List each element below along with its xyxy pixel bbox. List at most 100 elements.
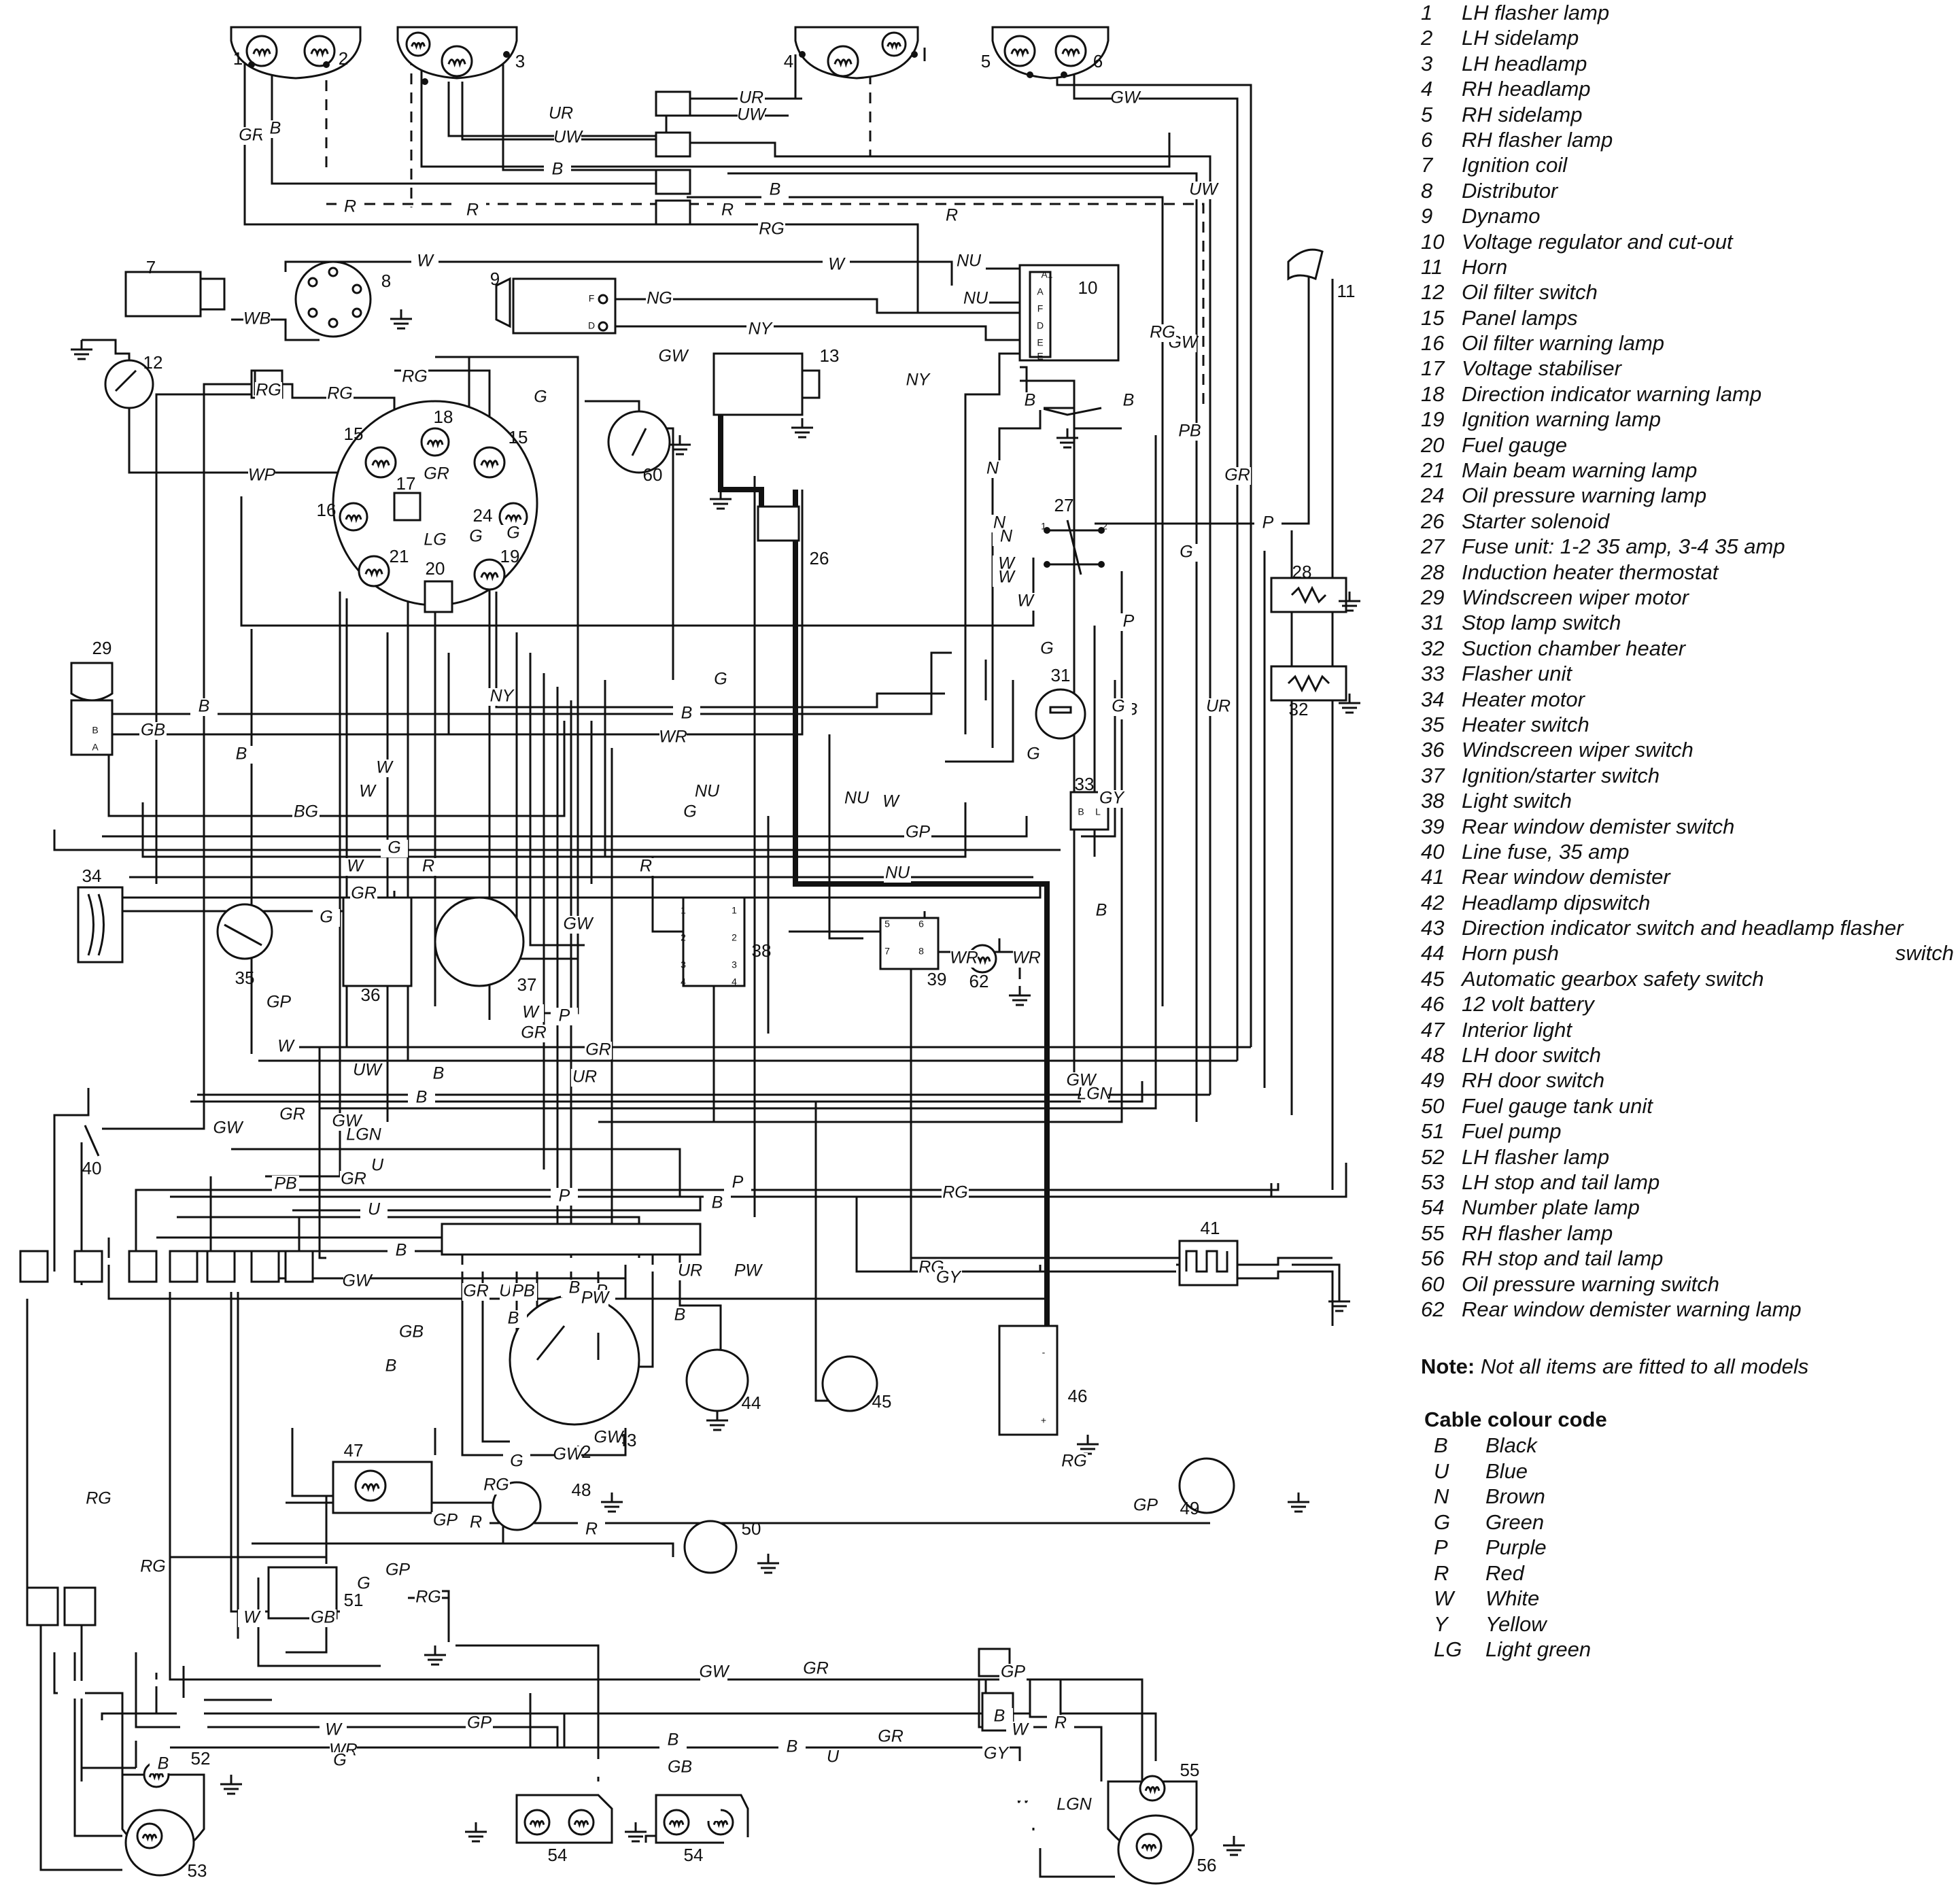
wire-code-label: NY bbox=[749, 320, 774, 339]
terminal-pin-label: 1 bbox=[681, 905, 686, 916]
legend-number: 33 bbox=[1421, 662, 1445, 686]
wire-label-backing bbox=[1190, 182, 1217, 199]
wire-segment bbox=[978, 1679, 1103, 1781]
wire-code-label: GR bbox=[878, 1727, 904, 1746]
heater-element bbox=[1287, 674, 1330, 693]
wire-segment bbox=[286, 1618, 328, 1654]
wire-label-backing bbox=[585, 1042, 612, 1059]
wire-label-backing bbox=[823, 256, 850, 274]
wire-label-backing bbox=[432, 1512, 459, 1530]
wire-segment bbox=[855, 1197, 1176, 1273]
wire-code-label: RG bbox=[759, 220, 785, 239]
oil-filter-switch bbox=[104, 359, 154, 409]
wire-code-label: LGN bbox=[1077, 1085, 1112, 1104]
lamp-filament bbox=[1141, 1843, 1157, 1852]
legend-number: 12 bbox=[1421, 280, 1445, 305]
wire-label-backing bbox=[309, 1609, 337, 1627]
legend-label: Oil filter warning lamp bbox=[1462, 331, 1665, 356]
component-number-label: 17 bbox=[396, 473, 416, 494]
wire-code-label: WP bbox=[248, 466, 276, 485]
connector-block bbox=[169, 1250, 199, 1283]
legend-number: 11 bbox=[1421, 254, 1443, 279]
wire-label-backing bbox=[1205, 698, 1232, 716]
wire-segment bbox=[727, 172, 1198, 1122]
wire-label-backing bbox=[1033, 641, 1061, 658]
wire-segment bbox=[1020, 379, 1076, 1081]
component-number-label: 31 bbox=[1051, 665, 1071, 685]
legend-label: Starter solenoid bbox=[1462, 509, 1610, 533]
wire-code-label: B bbox=[396, 1241, 407, 1260]
gearbox-safety-switch bbox=[821, 1355, 878, 1412]
wire-code-label: RG bbox=[256, 381, 281, 400]
legend-label: LH sidelamp bbox=[1462, 26, 1579, 50]
wire-code-label: W bbox=[1012, 1720, 1029, 1739]
wire-code-label: G bbox=[320, 908, 332, 927]
wire-code-label: RG bbox=[1061, 1452, 1087, 1471]
component-number-label: 35 bbox=[235, 968, 255, 988]
wire-label-backing bbox=[1112, 90, 1139, 107]
wire-code-label: UW bbox=[737, 105, 767, 124]
wiper-switch bbox=[342, 896, 413, 987]
wire-label-backing bbox=[693, 783, 721, 801]
wire-code-label: G bbox=[469, 527, 482, 546]
lamp-filament bbox=[712, 1820, 729, 1828]
heater-fan-blades bbox=[87, 893, 105, 956]
junction-dot bbox=[799, 51, 806, 58]
lamp-filament bbox=[364, 568, 383, 578]
wire-segment bbox=[53, 1652, 124, 1795]
wire-code-label: GR bbox=[1224, 466, 1250, 485]
fuel-tank-unit bbox=[683, 1520, 738, 1574]
legend-number: 60 bbox=[1421, 1272, 1445, 1296]
wire-label-backing bbox=[1173, 544, 1200, 562]
wire-label-backing bbox=[411, 253, 439, 271]
component-number-label: 37 bbox=[517, 974, 537, 995]
wire-label-backing bbox=[462, 528, 489, 546]
wire-code-label: B bbox=[770, 180, 781, 199]
terminal-pin-label: E bbox=[1037, 337, 1043, 348]
oil-pressure-switch-earth bbox=[669, 435, 691, 456]
wire-code-label: GB bbox=[668, 1758, 692, 1777]
legend-number: 28 bbox=[1421, 560, 1445, 584]
component-number-label: 52 bbox=[191, 1748, 211, 1769]
number-plate-lamp-earth bbox=[465, 1822, 487, 1843]
component-number-label: 56 bbox=[1197, 1855, 1217, 1875]
oil-pressure-switch-contact bbox=[631, 428, 647, 456]
wire-code-label: R bbox=[422, 857, 434, 876]
wire-code-label: RG bbox=[402, 367, 428, 386]
legend-label: Suction chamber heater bbox=[1462, 636, 1686, 660]
wire-segment bbox=[279, 383, 396, 422]
wire-label-backing bbox=[377, 1358, 405, 1376]
legend-number: 42 bbox=[1421, 890, 1445, 915]
rh-door-switch bbox=[1178, 1457, 1235, 1514]
wire-segment bbox=[1056, 61, 1252, 1047]
wire-segment bbox=[515, 632, 578, 960]
legend-number: 10 bbox=[1421, 229, 1445, 254]
note-text: Not all items are fitted to all models bbox=[1480, 1354, 1809, 1378]
wire-segment bbox=[598, 571, 1123, 1123]
wire-label-backing bbox=[897, 1813, 925, 1831]
legend-number: 43 bbox=[1421, 916, 1445, 940]
legend-label: Flasher unit bbox=[1462, 662, 1572, 686]
lamp-filament bbox=[252, 48, 271, 58]
cable-code: U bbox=[1434, 1459, 1449, 1483]
distributor-terminal bbox=[328, 318, 339, 328]
wire-label-backing bbox=[999, 1664, 1027, 1682]
component-number-label: 53 bbox=[188, 1860, 207, 1881]
wire-label-backing bbox=[540, 1759, 568, 1777]
wire-label-backing bbox=[1016, 1830, 1044, 1848]
demister-switch bbox=[879, 917, 940, 970]
wire-code-label: PW bbox=[581, 1289, 611, 1308]
battery bbox=[998, 1325, 1059, 1436]
legend-label: RH sidelamp bbox=[1462, 102, 1583, 126]
wire-label-backing bbox=[738, 90, 765, 107]
legend-label: Ignition warning lamp bbox=[1462, 407, 1661, 432]
lamp-filament bbox=[573, 1820, 589, 1828]
